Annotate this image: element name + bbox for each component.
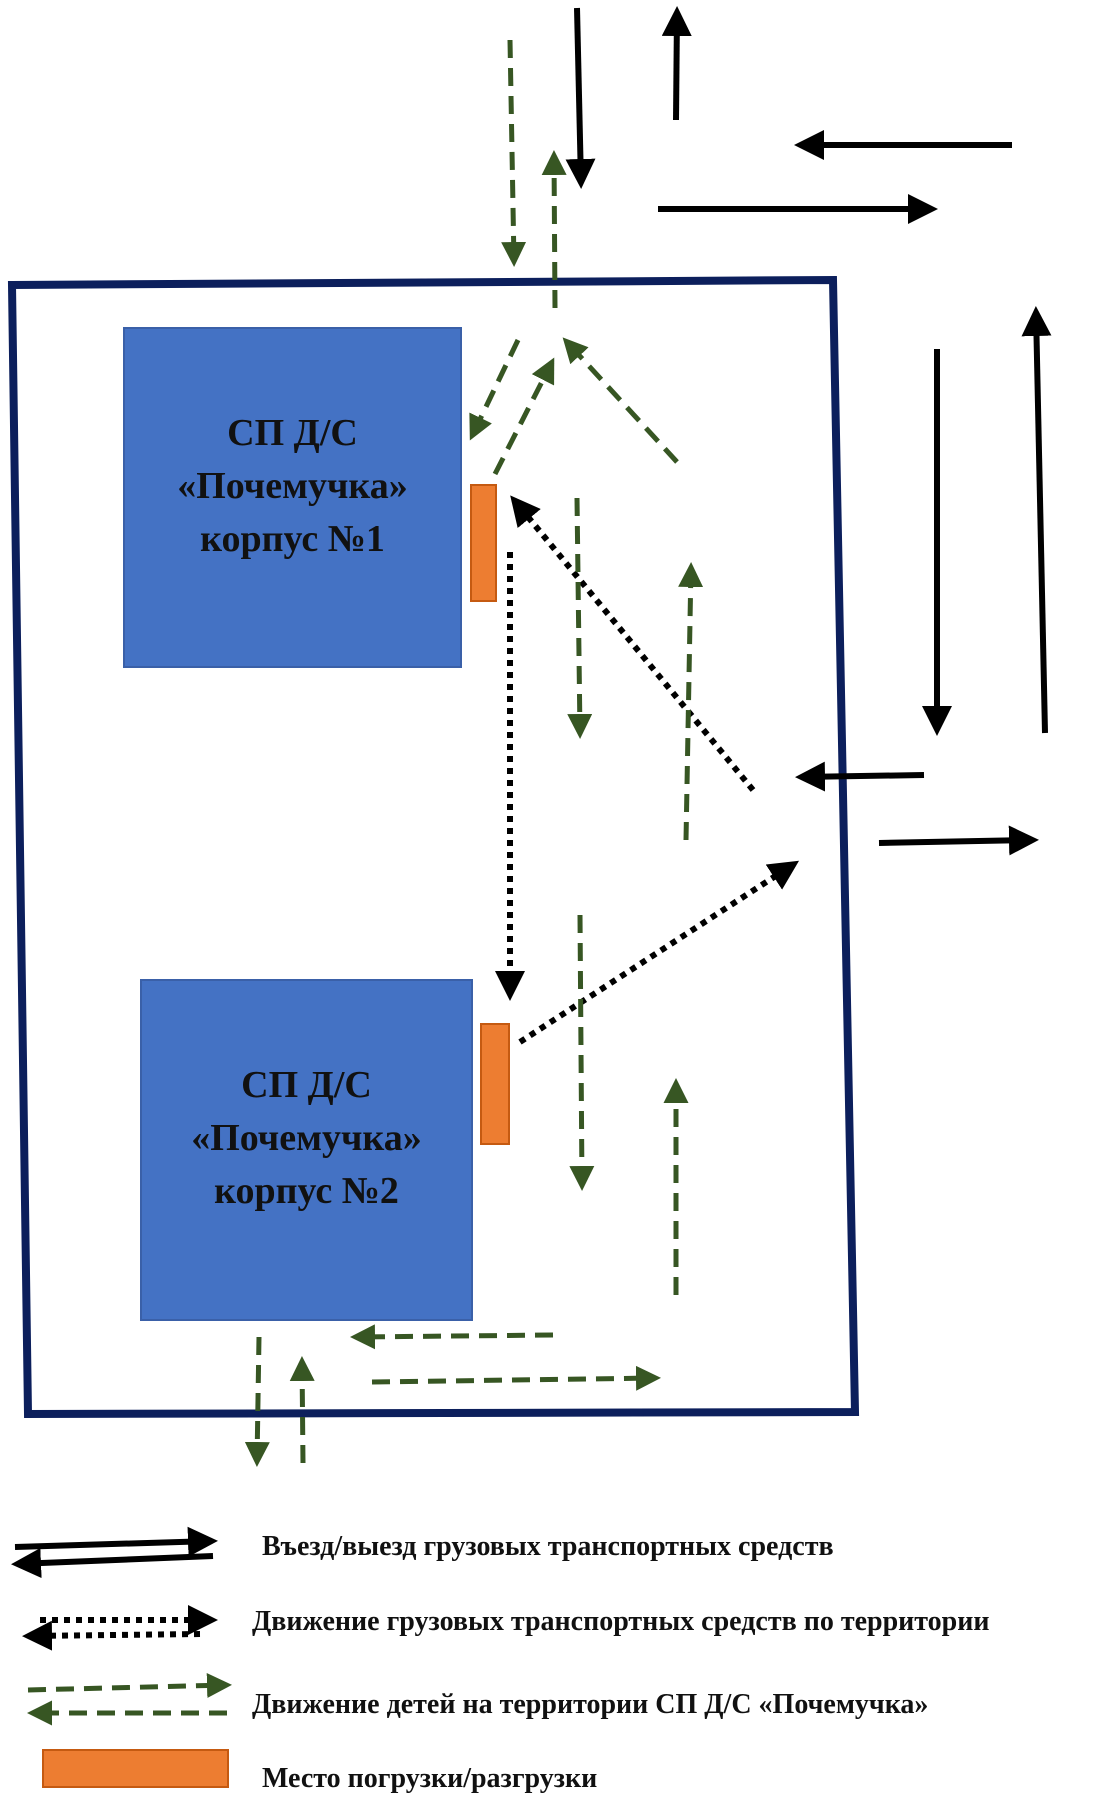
children-arrow-entry-down xyxy=(501,39,527,267)
building-2-label-line-1: СП Д/С xyxy=(241,1064,372,1106)
children-arrow-exit-up xyxy=(289,1356,315,1464)
building-1-label-line-1: СП Д/С xyxy=(227,412,358,454)
vehicle-dotted-to-building-1 xyxy=(510,495,756,792)
vehicle-arrow-top-up xyxy=(661,6,692,121)
legend: Въезд/выезд грузовых транспортных средст… xyxy=(11,1526,990,1794)
building-2-label-line-2: «Почемучка» xyxy=(191,1117,422,1159)
legend-item-vehicle-territory: Движение грузовых транспортных средств п… xyxy=(22,1605,990,1651)
loading-zone-building-1 xyxy=(470,484,497,602)
double-dotted-arrow-icon xyxy=(22,1605,218,1651)
children-arrow-to-building-1 xyxy=(469,338,521,441)
orange-rectangle-icon xyxy=(42,1749,229,1788)
children-arrow-exit-down xyxy=(244,1336,270,1467)
children-arrow-mid-down xyxy=(567,497,593,739)
building-1-label-line-3: корпус №1 xyxy=(200,518,385,560)
double-dashed-arrow-icon xyxy=(27,1673,232,1726)
legend-item-vehicle-entry-exit: Въезд/выезд грузовых транспортных средст… xyxy=(11,1526,834,1579)
vehicle-arrow-gate-in xyxy=(795,761,925,792)
vehicle-arrow-top-down xyxy=(565,7,596,189)
loading-zone-building-2 xyxy=(480,1023,510,1145)
children-arrow-diagonal xyxy=(562,337,679,464)
children-arrow-bottom-right xyxy=(371,1365,661,1391)
vehicle-entry-exit-arrows xyxy=(565,6,1052,856)
building-2-label-line-3: корпус №2 xyxy=(214,1170,399,1212)
building-1: СП Д/С «Почемучка» корпус №1 xyxy=(123,327,462,668)
children-arrow-bottom-left xyxy=(350,1324,554,1350)
legend-label-vehicle-entry-exit: Въезд/выезд грузовых транспортных средст… xyxy=(262,1531,834,1562)
legend-item-children-movement: Движение детей на территории СП Д/С «Поч… xyxy=(27,1673,928,1726)
children-arrow-entry-up xyxy=(541,150,567,309)
vehicle-arrow-right-up xyxy=(1021,306,1052,734)
vehicle-territory-arrows xyxy=(495,495,800,1045)
territory-border xyxy=(7,275,860,1419)
children-arrow-mid-up xyxy=(678,562,704,841)
children-arrow-low-down xyxy=(569,914,595,1191)
legend-item-loading-zone: Место погрузки/разгрузки xyxy=(42,1749,597,1794)
building-2: СП Д/С «Почемучка» корпус №2 xyxy=(140,979,473,1321)
children-arrow-from-building-1 xyxy=(492,357,555,476)
legend-label-loading-zone: Место погрузки/разгрузки xyxy=(262,1763,597,1794)
children-movement-arrows xyxy=(244,39,704,1467)
legend-label-vehicle-territory: Движение грузовых транспортных средств п… xyxy=(252,1606,990,1637)
vehicle-dotted-to-gate xyxy=(518,860,800,1045)
vehicle-arrow-gate-out xyxy=(878,825,1039,856)
building-1-label-line-2: «Почемучка» xyxy=(177,465,408,507)
legend-label-children-movement: Движение детей на территории СП Д/С «Поч… xyxy=(252,1689,928,1720)
double-solid-arrow-icon xyxy=(11,1526,218,1579)
